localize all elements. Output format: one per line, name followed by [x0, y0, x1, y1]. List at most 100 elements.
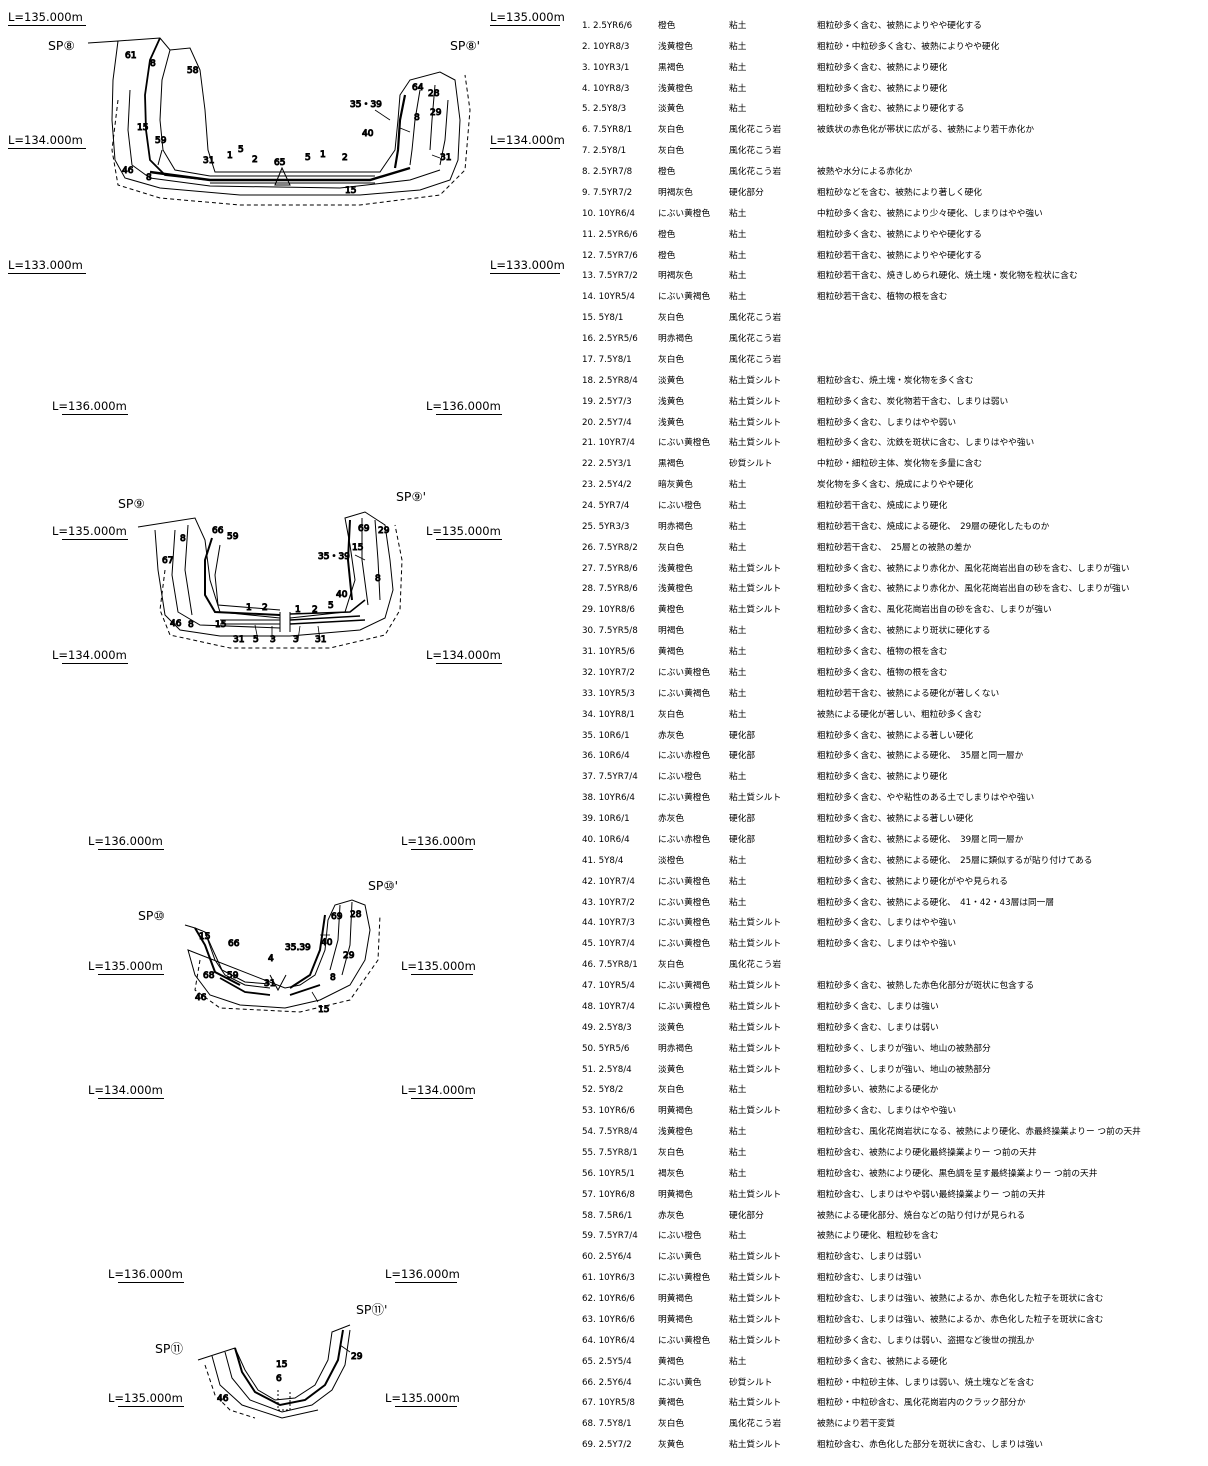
legend-layer-code: 69. 2.5Y7/2: [582, 1440, 632, 1451]
legend-color-name: 明赤褐色: [658, 521, 693, 532]
legend-color-name: 灰白色: [658, 354, 685, 365]
level-label: L=134.000m: [490, 133, 565, 147]
legend-color-name: 淡橙色: [658, 855, 685, 866]
legend-soil-type: 風化花こう岩: [729, 167, 782, 178]
level-tick: [8, 273, 86, 274]
legend-soil-type: 粘土質シルト: [729, 1064, 782, 1075]
level-label: L=136.000m: [401, 834, 476, 848]
legend-layer-code: 44. 10YR7/3: [582, 918, 635, 929]
layer-label: 8: [188, 620, 194, 630]
level-label: L=134.000m: [88, 1083, 163, 1097]
layer-label: 35・39: [318, 552, 350, 562]
legend-color-name: 灰白色: [658, 125, 685, 136]
legend-note: 粗粒砂多く含む、被熱により硬化がやや見られる: [817, 876, 1008, 887]
legend-soil-type: 粘土質シルト: [729, 396, 782, 407]
layer-label: 5: [238, 145, 244, 155]
legend-note: 粗粒砂含む、被熱により硬化最終操業よりー つ前の天井: [817, 1147, 1037, 1158]
legend-soil-type: 粘土: [729, 62, 747, 73]
sp-label-left: SP⑩: [138, 908, 165, 923]
legend-note: 粗粒砂若干含む、 25層との被熱の差か: [817, 542, 972, 553]
legend-layer-code: 66. 2.5Y6/4: [582, 1377, 632, 1388]
legend-note: 粗粒砂多く含む、被熱により硬化: [817, 62, 948, 73]
legend-layer-code: 64. 10YR6/4: [582, 1335, 635, 1346]
legend-soil-type: 粘土質シルト: [729, 1189, 782, 1200]
legend-soil-type: 粘土: [729, 772, 747, 783]
legend-note: 粗粒砂多く含む、被熱により赤化か、風化花崗岩出自の砂を含む、しまりが強い: [817, 563, 1130, 574]
layer-label: 2: [262, 603, 268, 613]
legend-note: 粗粒砂若干含む、植物の根を含む: [817, 292, 948, 303]
legend-color-name: 浅黄橙色: [658, 1127, 693, 1138]
level-tick: [98, 974, 164, 975]
legend-color-name: 灰白色: [658, 146, 685, 157]
legend-color-name: 淡黄色: [658, 1064, 685, 1075]
legend-soil-type: 粘土質シルト: [729, 563, 782, 574]
sp-label-left: SP⑨: [118, 496, 145, 511]
level-tick: [411, 974, 473, 975]
legend-layer-code: 10. 10YR6/4: [582, 208, 635, 219]
layer-label: 1: [295, 605, 301, 615]
legend-color-name: にぶい黄橙色: [658, 918, 711, 929]
legend-color-name: にぶい黄褐色: [658, 292, 711, 303]
legend-layer-code: 8. 2.5YR7/8: [582, 167, 633, 178]
level-tick: [411, 849, 473, 850]
legend-layer-code: 13. 7.5YR7/2: [582, 271, 638, 282]
legend-soil-type: 粘土質シルト: [729, 1043, 782, 1054]
legend-soil-type: 粘土質シルト: [729, 1294, 782, 1305]
layer-label: 64: [412, 83, 424, 93]
legend-layer-code: 9. 7.5YR7/2: [582, 187, 633, 198]
legend-soil-type: 粘土: [729, 1127, 747, 1138]
legend-note: 粗粒砂多く含む、被熱による硬化、 39層と同一層か: [817, 834, 1024, 845]
legend-soil-type: 粘土: [729, 1168, 747, 1179]
legend-color-name: 明黄褐色: [658, 1314, 693, 1325]
layer-label: 46: [195, 993, 207, 1003]
legend-color-name: 灰白色: [658, 1147, 685, 1158]
legend-layer-code: 57. 10YR6/8: [582, 1189, 635, 1200]
legend-layer-code: 33. 10YR5/3: [582, 688, 635, 699]
legend-soil-type: 粘土: [729, 250, 747, 261]
legend-note: 被熱による硬化が著しい、粗粒砂多く含む: [817, 709, 982, 720]
legend-soil-type: 硬化部分: [729, 1210, 764, 1221]
legend-note: 粗粒砂多く含む、被熱により硬化: [817, 83, 948, 94]
layer-label: 31: [203, 156, 214, 166]
legend-note: 粗粒砂多く含む、被熱した赤色化部分が斑状に包含する: [817, 981, 1035, 992]
legend-note: 粗粒砂多く含む、しまりはやや強い: [817, 918, 956, 929]
legend-layer-code: 19. 2.5Y7/3: [582, 396, 632, 407]
legend-note: 粗粒砂多く含む、植物の根を含む: [817, 647, 948, 658]
legend-color-name: 明赤褐色: [658, 334, 693, 345]
legend-note: 粗粒砂多く含む、被熱により硬化する: [817, 104, 965, 115]
legend-color-name: 淡黄色: [658, 104, 685, 115]
legend-color-name: 灰白色: [658, 960, 685, 971]
legend-layer-code: 22. 2.5Y3/1: [582, 459, 632, 470]
legend-soil-type: 粘土: [729, 667, 747, 678]
legend-soil-type: 粘土質シルト: [729, 981, 782, 992]
layer-label: 69: [358, 524, 370, 534]
legend-soil-type: 硬化部分: [729, 187, 764, 198]
layer-label: 5: [305, 153, 311, 163]
legend-layer-code: 28. 7.5YR8/6: [582, 584, 638, 595]
layer-label: 35・39: [350, 100, 382, 110]
legend-note: 粗粒砂多く含む、被熱により斑状に硬化する: [817, 626, 991, 637]
level-label: L=134.000m: [8, 133, 83, 147]
layer-label: 15: [345, 186, 356, 196]
legend-soil-type: 粘土: [729, 855, 747, 866]
legend-color-name: 灰黄色: [658, 1440, 685, 1451]
legend-layer-code: 59. 7.5YR7/4: [582, 1231, 638, 1242]
legend-layer-code: 26. 7.5YR8/2: [582, 542, 638, 553]
legend-layer-code: 5. 2.5Y8/3: [582, 104, 627, 115]
legend-color-name: 浅黄色: [658, 396, 685, 407]
legend-soil-type: 粘土: [729, 521, 747, 532]
layer-label: 8: [150, 59, 156, 69]
legend-color-name: 赤灰色: [658, 730, 685, 741]
layer-label: 29: [378, 526, 390, 536]
level-tick: [436, 539, 502, 540]
legend-note: 粗粒砂・中粒砂多く含む、被熱によりやや硬化: [817, 41, 1000, 52]
section-sp9-drawing: 8 66 59 67 46 8 15 1 2 31 5 3 3 31 1 2 5…: [137, 511, 403, 649]
legend-color-name: 灰白色: [658, 1085, 685, 1096]
layer-label: 4: [268, 954, 274, 964]
legend-note: 粗粒砂多く含む、被熱により硬化: [817, 772, 948, 783]
legend-layer-code: 12. 7.5YR7/6: [582, 250, 638, 261]
legend-note: 炭化物を多く含む、焼成によりやや硬化: [817, 480, 974, 491]
legend-note: 粗粒砂・中粒砂含む、風化花崗岩内のクラック部分か: [817, 1398, 1026, 1409]
legend-color-name: 橙色: [658, 229, 676, 240]
legend-color-name: 明褐灰色: [658, 271, 693, 282]
